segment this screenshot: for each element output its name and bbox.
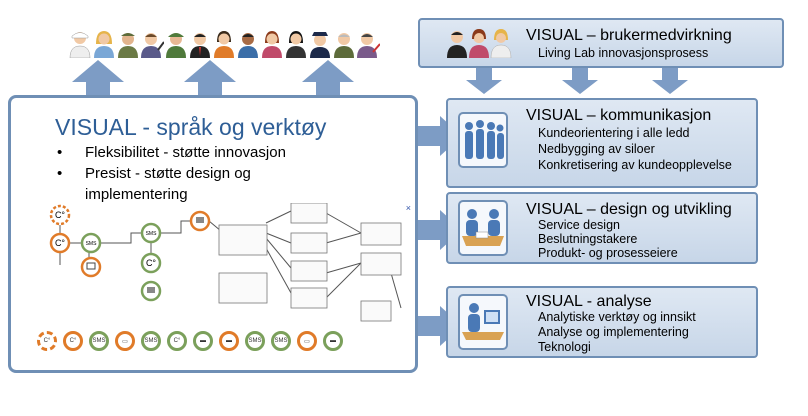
businessman-icon [190, 33, 210, 58]
bullet-text: Presist - støtte design og [85, 165, 251, 182]
screen-icon: ▬ [219, 331, 239, 351]
phone-icon: C° [63, 331, 83, 351]
man-icon [238, 33, 258, 58]
down-arrow-icon [652, 68, 688, 94]
panel-analysis: VISUAL - analyse Analytiske verktøy og i… [446, 286, 758, 358]
process-model-diagram: C° C° SMS SMS C° × [49, 203, 411, 322]
people-standing-icon [465, 120, 504, 159]
svg-text:C°: C° [55, 238, 65, 248]
up-arrow-icon [184, 60, 236, 100]
woman-red-icon [262, 31, 282, 58]
computer-icon: ▭ [115, 331, 135, 351]
bullet-text: implementering [85, 186, 188, 203]
computer-icon: ▭ [297, 331, 317, 351]
panel-line: Service design [538, 218, 620, 232]
panel-line: Produkt- og prosesseiere [538, 246, 678, 260]
down-arrow-icon [562, 68, 598, 94]
sms-node-label: SMS [86, 241, 98, 247]
sms-label: SMS [144, 338, 158, 344]
down-arrow-icon [466, 68, 502, 94]
panel-line: Kundeorientering i alle ledd [538, 126, 690, 140]
businesswoman-icon [214, 31, 234, 58]
panel-title: VISUAL - analyse [526, 293, 652, 310]
close-mark: × [406, 203, 411, 213]
man-writing-icon [141, 33, 164, 58]
woman-icon [94, 31, 114, 58]
main-title: VISUAL - språk og verktøy [55, 114, 327, 140]
communication-icon-frame [458, 112, 508, 168]
bullet-item: • [57, 144, 63, 161]
bullet-item: • [57, 165, 63, 182]
sms-label: SMS [248, 338, 262, 344]
screen-icon: ▬ [193, 331, 213, 351]
screen-icon: ▬ [323, 331, 343, 351]
officer-icon [310, 32, 330, 58]
main-language-tools-box: VISUAL - språk og verktøy • Fleksibilite… [8, 95, 418, 373]
panel-design-development: VISUAL – design og utvikling Service des… [446, 192, 758, 264]
sms-label: SMS [274, 338, 288, 344]
soldier-icon [118, 33, 138, 58]
woman-dark-icon [286, 31, 306, 58]
panel-title: VISUAL – kommunikasjon [526, 107, 712, 124]
panel-title: VISUAL – brukermedvirkning [526, 27, 732, 44]
panel-title: VISUAL – design og utvikling [526, 201, 732, 218]
panel-line: Konkretisering av kundeopplevelse [538, 158, 732, 172]
sms-icon: SMS [245, 331, 265, 351]
analysis-icon-frame [458, 294, 508, 350]
bullet-text: Fleksibilitet - støtte innovasjon [85, 144, 286, 161]
phone-icon: C° [167, 331, 187, 351]
sms-icon: SMS [271, 331, 291, 351]
panel-line: Beslutningstakere [538, 232, 638, 246]
panel-line: Nedbygging av siloer [538, 142, 655, 156]
old-man-icon [334, 33, 354, 58]
panel-user-involvement: VISUAL – brukermedvirkning Living Lab in… [418, 18, 784, 68]
svg-text:C°: C° [55, 210, 65, 220]
person-at-computer-icon [462, 303, 504, 340]
panel-communication: VISUAL – kommunikasjon Kundeorientering … [446, 98, 758, 188]
nurse-icon [69, 32, 91, 58]
sms-icon: SMS [141, 331, 161, 351]
up-arrow-icon [72, 60, 124, 100]
panel-line: Living Lab innovasjonsprosess [538, 46, 709, 60]
panel-line: Teknologi [538, 340, 591, 354]
svg-text:C°: C° [146, 258, 156, 268]
people-group-icon [447, 29, 512, 58]
sms-icon: SMS [89, 331, 109, 351]
panel-line: Analytiske verktøy og innsikt [538, 310, 696, 324]
pilot-icon [166, 33, 186, 58]
writer-icon [357, 33, 380, 58]
phone-icon: C° [37, 331, 57, 351]
meeting-table-icon [462, 209, 504, 246]
panel-line: Analyse og implementering [538, 325, 689, 339]
design-icon-frame [458, 200, 508, 256]
up-arrow-icon [302, 60, 354, 100]
sms-node-label: SMS [146, 231, 158, 237]
sms-label: SMS [92, 338, 106, 344]
